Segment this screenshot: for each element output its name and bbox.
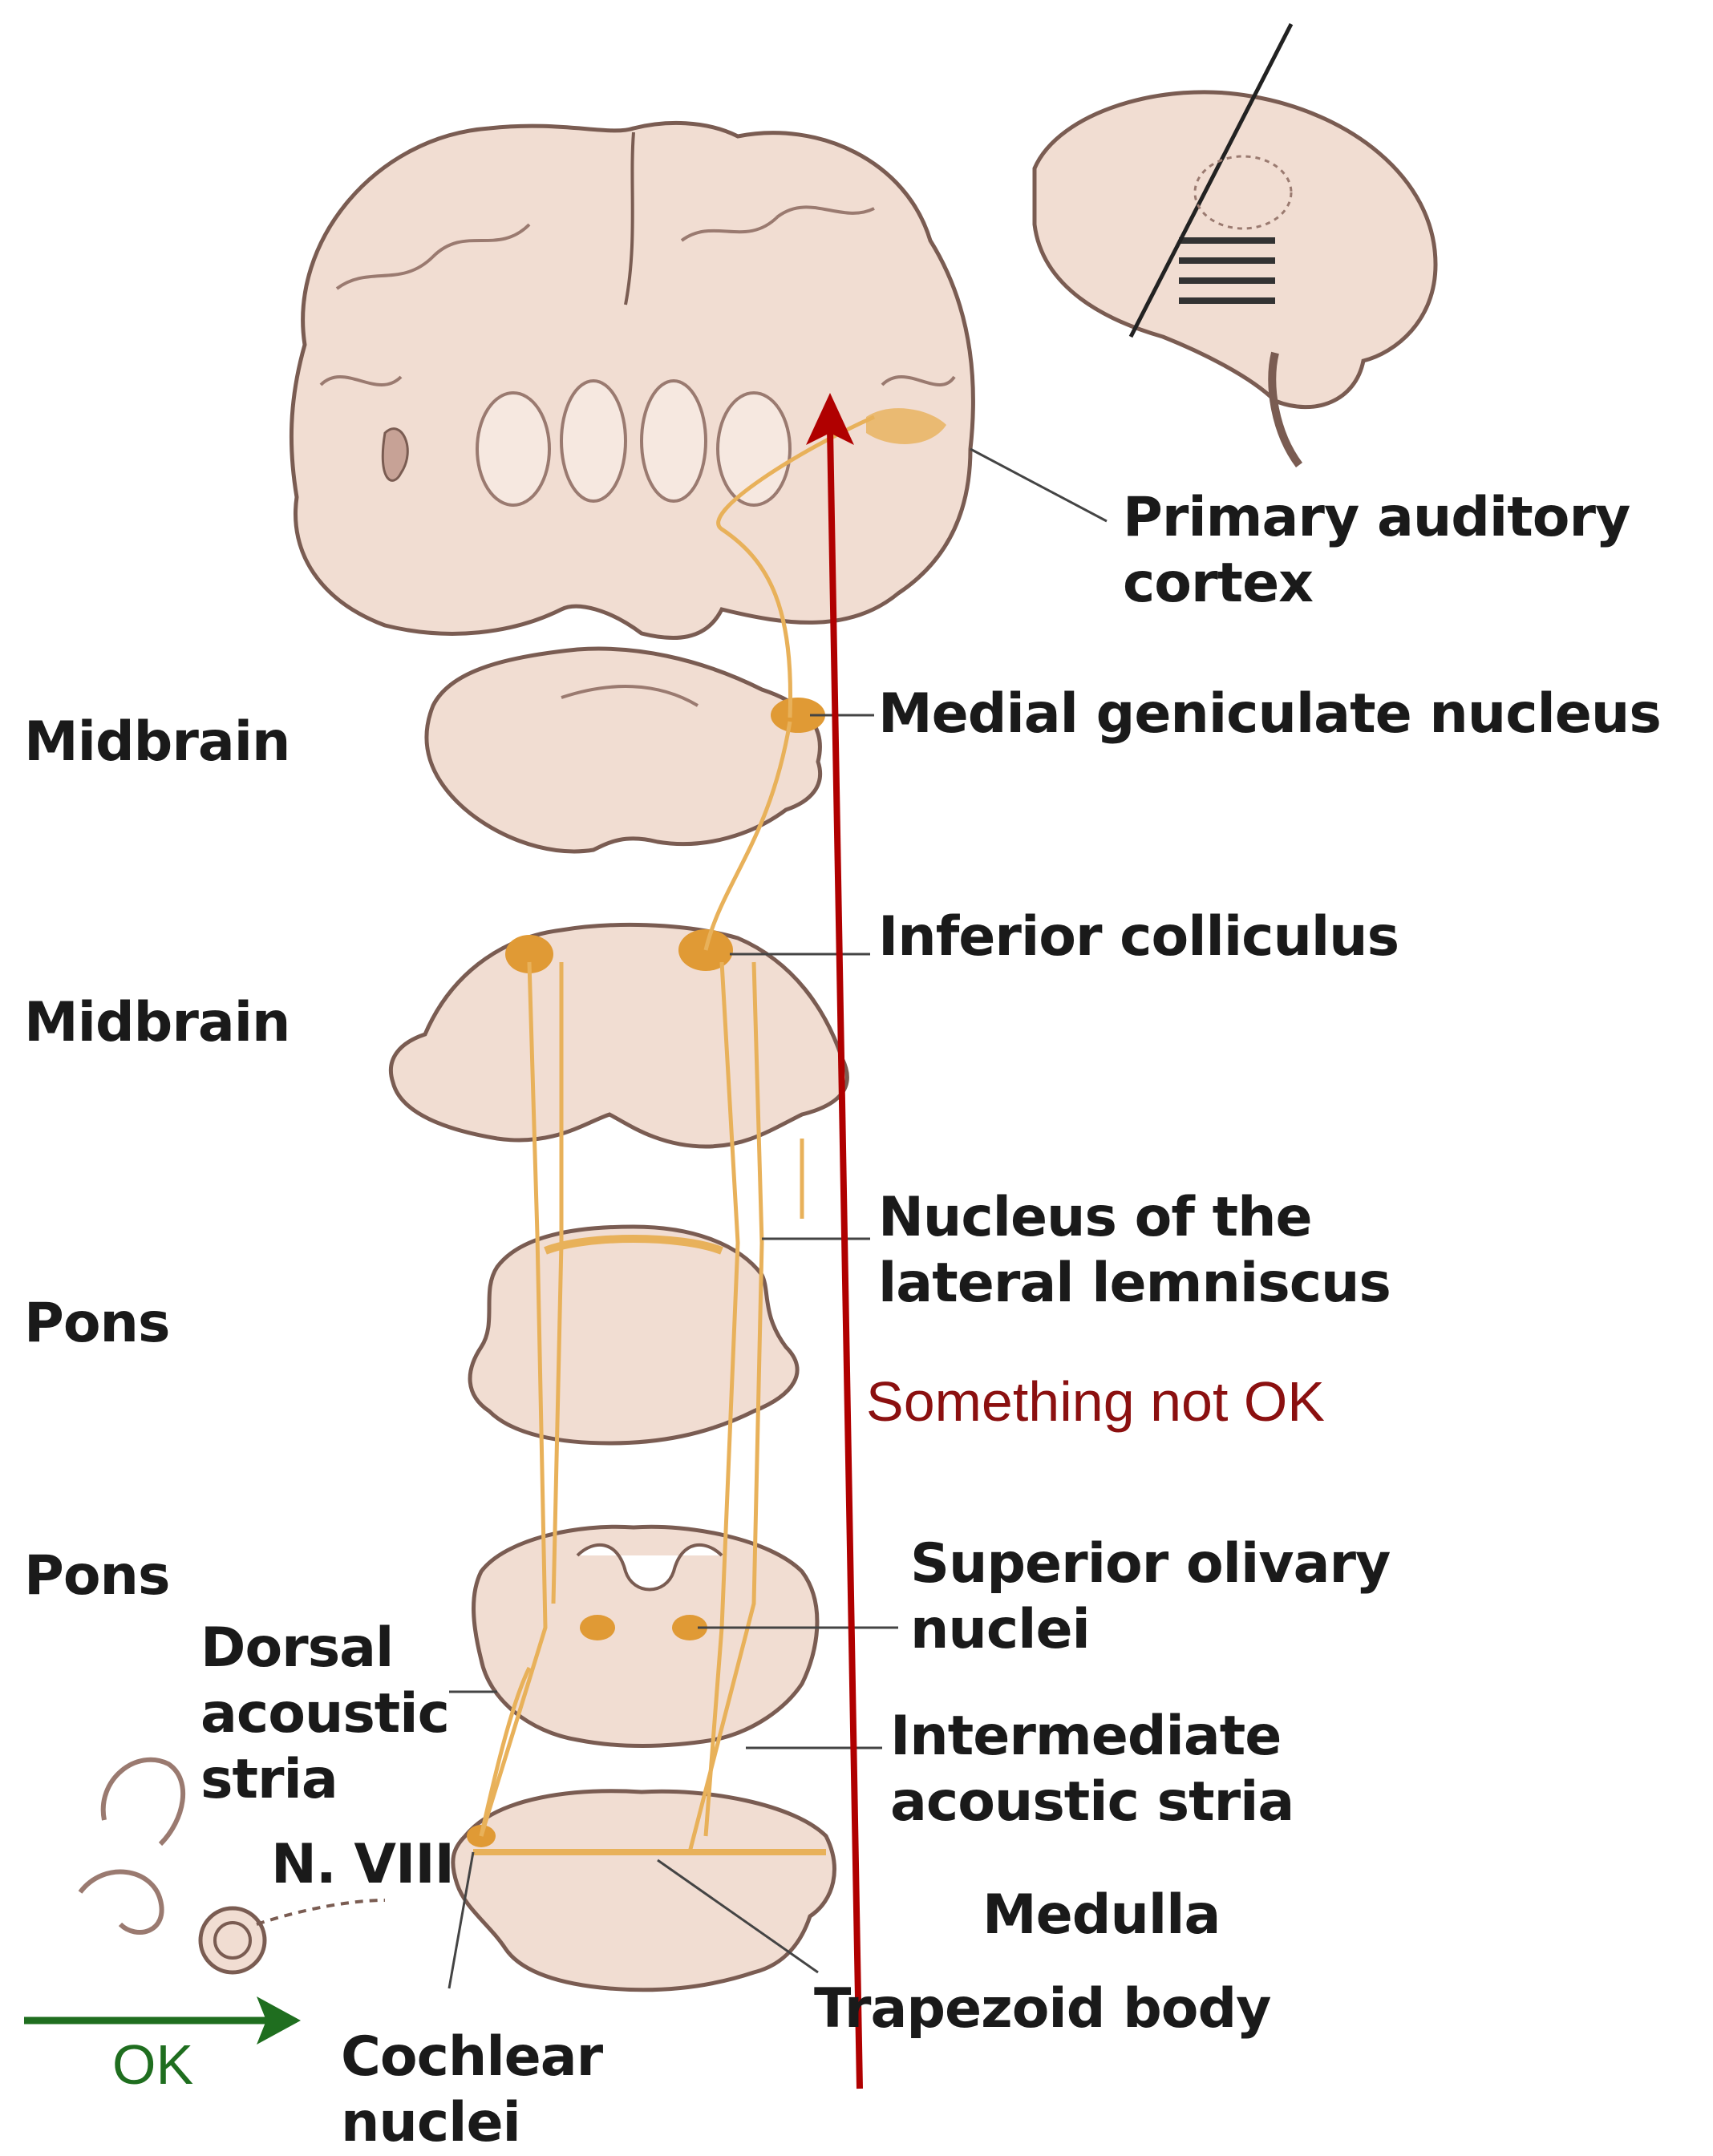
lateral-brain-view xyxy=(1035,24,1436,465)
pons-upper-label: Pons xyxy=(24,1291,169,1357)
not-ok-annotation: Something not OK xyxy=(866,1369,1325,1434)
medulla-label: Medulla xyxy=(982,1883,1220,1948)
coronal-brain-section xyxy=(291,123,973,637)
midbrain-upper-label: Midbrain xyxy=(24,710,290,775)
primary-auditory-cortex-label: Primary auditory cortex xyxy=(1123,485,1630,617)
n-viii-label: N. VIII xyxy=(271,1832,454,1898)
superior-olivary-nuclei-label: Superior olivary nuclei xyxy=(910,1531,1390,1663)
midbrain-lower-label: Midbrain xyxy=(24,990,290,1056)
dorsal-acoustic-stria-label: Dorsal acoustic stria xyxy=(200,1616,449,1813)
upper-pons-section xyxy=(470,1227,797,1443)
inferior-colliculus-label: Inferior colliculus xyxy=(878,904,1399,970)
nucleus-lateral-lemniscus-label: Nucleus of the lateral lemniscus xyxy=(878,1185,1391,1317)
pons-lower-label: Pons xyxy=(24,1543,169,1609)
trapezoid-body-label: Trapezoid body xyxy=(814,1976,1270,2042)
upper-midbrain-section xyxy=(427,649,825,851)
ok-annotation: OK xyxy=(112,2033,193,2097)
lower-midbrain-section xyxy=(391,924,847,1147)
medulla-section xyxy=(453,1791,835,1990)
medial-geniculate-nucleus-label: Medial geniculate nucleus xyxy=(878,682,1661,747)
lower-pons-section xyxy=(474,1527,817,1745)
cochlear-nuclei-label: Cochlear nuclei xyxy=(341,2025,602,2156)
intermediate-acoustic-stria-label: Intermediate acoustic stria xyxy=(890,1704,1294,1835)
